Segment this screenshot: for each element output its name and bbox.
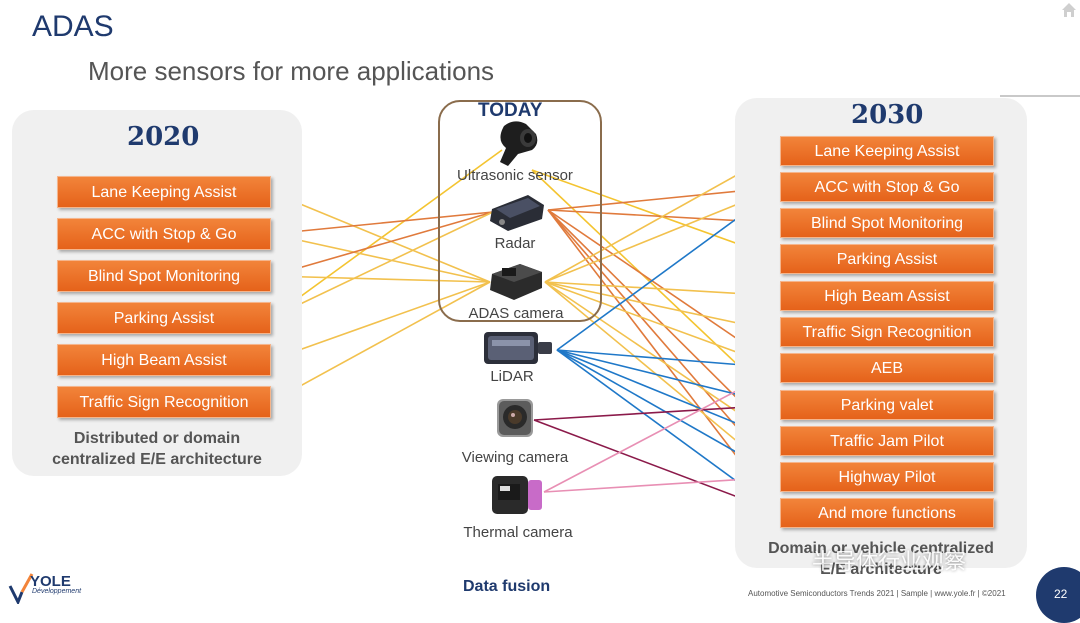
footer-citation: Automotive Semiconductors Trends 2021 | … <box>748 589 1006 598</box>
adas-camera-icon <box>490 264 542 300</box>
right-caption-line2: E/E architecture <box>820 561 942 578</box>
sensor-label-thermal-camera: Thermal camera <box>463 524 573 541</box>
sensor-label-adas-camera: ADAS camera <box>468 305 564 322</box>
right-app-lane-keeping-assist: Lane Keeping Assist <box>780 136 994 166</box>
lidar-icon <box>484 332 552 364</box>
left-parking-to-ultrasonic <box>270 149 503 319</box>
right-caption-line1: Domain or vehicle centralized <box>768 540 994 557</box>
left-app-parking-assist: Parking Assist <box>57 302 271 334</box>
logo-subtitle: Développement <box>32 588 82 595</box>
panel-today <box>438 100 602 322</box>
right-app-blind-spot-monitoring: Blind Spot Monitoring <box>780 208 994 238</box>
watermark: 半导体行业观察 <box>812 549 967 574</box>
left-hba-to-camera <box>270 281 491 361</box>
right-app-parking-valet: Parking valet <box>780 390 994 420</box>
yole-logo <box>8 573 34 604</box>
left-app-lane-keeping-assist: Lane Keeping Assist <box>57 176 271 208</box>
left-app-acc-stop-go: ACC with Stop & Go <box>57 218 271 250</box>
radar-icon <box>490 195 544 231</box>
page-title: ADAS <box>32 10 114 43</box>
right-app-more-functions: And more functions <box>780 498 994 528</box>
right-app-traffic-jam-pilot: Traffic Jam Pilot <box>780 426 994 456</box>
sensor-label-radar: Radar <box>494 235 536 252</box>
right-app-high-beam-assist: High Beam Assist <box>780 281 994 311</box>
panel-2020 <box>12 110 302 476</box>
left-acc-to-radar <box>270 211 494 235</box>
year-2030-heading: 2030 <box>851 100 924 130</box>
today-heading: TODAY <box>478 100 543 121</box>
left-lka-to-camera <box>270 191 491 283</box>
sensor-label-lidar: LiDAR <box>490 368 534 385</box>
right-app-acc-stop-go: ACC with Stop & Go <box>780 172 994 202</box>
left-parking-to-radar <box>270 211 494 319</box>
left-bsm-to-camera <box>270 275 491 283</box>
left-caption-line1: Distributed or domain <box>73 430 241 447</box>
year-2020-heading: 2020 <box>127 122 200 152</box>
left-caption-line2: centralized E/E architecture <box>52 451 262 468</box>
left-bsm-to-radar <box>270 211 494 277</box>
viewing-camera-icon <box>497 399 533 437</box>
right-app-highway-pilot: Highway Pilot <box>780 462 994 492</box>
left-app-blind-spot-monitoring: Blind Spot Monitoring <box>57 260 271 292</box>
left-app-high-beam-assist: High Beam Assist <box>57 344 271 376</box>
divider <box>1000 95 1080 97</box>
left-acc-to-camera <box>270 233 491 283</box>
right-architecture-caption: Domain or vehicle centralized E/E archit… <box>745 538 1017 580</box>
sensor-label-ultrasonic: Ultrasonic sensor <box>457 167 573 184</box>
home-icon[interactable] <box>1060 1 1078 19</box>
page-subtitle: More sensors for more applications <box>88 56 495 86</box>
sensor-label-viewing-camera: Viewing camera <box>461 449 569 466</box>
left-architecture-caption: Distributed or domain centralized E/E ar… <box>22 428 292 470</box>
right-app-traffic-sign-recognition: Traffic Sign Recognition <box>780 317 994 347</box>
data-fusion-label: Data fusion <box>463 578 551 595</box>
thermal-camera-icon <box>492 476 542 514</box>
ultrasonic-sensor-icon <box>500 121 538 166</box>
right-app-aeb: AEB <box>780 353 994 383</box>
logo-name: YOLE <box>30 573 71 590</box>
left-app-traffic-sign-recognition: Traffic Sign Recognition <box>57 386 271 418</box>
right-app-parking-assist: Parking Assist <box>780 244 994 274</box>
page-number: 22 <box>1054 587 1068 601</box>
